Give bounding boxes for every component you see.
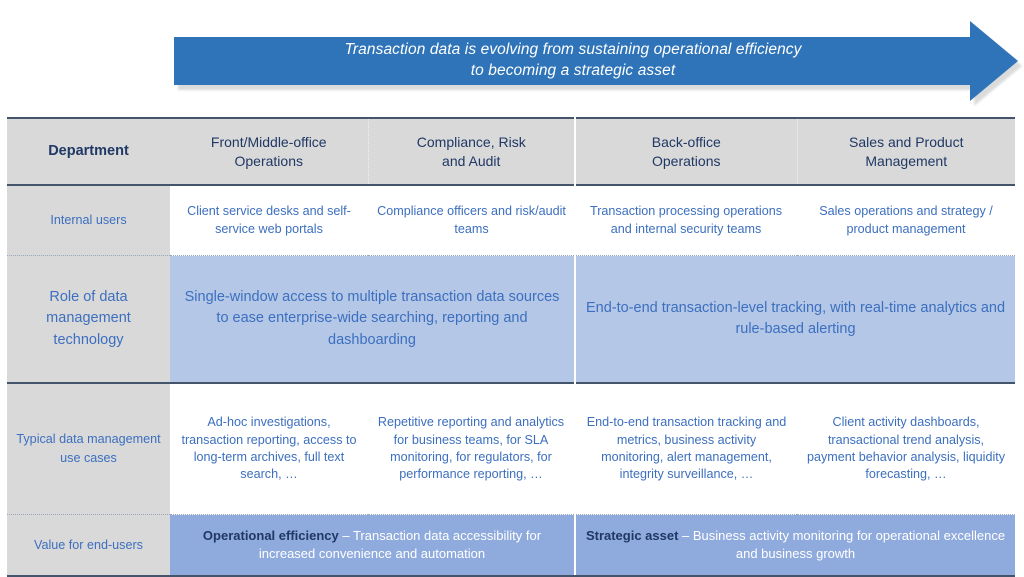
col-head-line-1: Sales and Product	[849, 133, 964, 150]
banner-line-1: Transaction data is evolving from sustai…	[344, 41, 802, 59]
row-label-role-of-technology: Role of data management technology	[7, 255, 170, 383]
col-head-line-2: Operations	[234, 152, 303, 169]
column-header-front-middle-office: Front/Middle-office Operations	[170, 117, 369, 185]
value-text-strategic: – Business activity monitoring for opera…	[678, 528, 1006, 561]
banner-line-2: to becoming a strategic asset	[470, 62, 676, 79]
value-highlight-strategic: Strategic asset	[585, 528, 679, 544]
column-header-back-office: Back-office Operations	[575, 117, 798, 185]
cell-role-operational: Single-window access to multiple transac…	[170, 255, 576, 383]
right-arrow-head-icon	[970, 21, 1018, 101]
row-label-use-cases: Typical data management use cases	[7, 382, 170, 515]
col-head-line-2: Management	[865, 152, 948, 169]
cell-internal-users-front-middle-office: Client service desks and self-service we…	[170, 184, 368, 256]
table-row-internal-users: Internal users Client service desks and …	[7, 184, 1015, 256]
cell-use-cases-front-middle-office: Ad-hoc investigations, transaction repor…	[170, 382, 368, 515]
cell-internal-users-sales-product: Sales operations and strategy / product …	[797, 184, 1015, 256]
table-row-value-for-end-users: Value for end-users Operational efficien…	[7, 514, 1015, 577]
table-header-row: Department Front/Middle-office Operation…	[7, 117, 1015, 185]
col-head-line-2: Operations	[652, 152, 721, 169]
header-row-label: Department	[7, 117, 170, 185]
cell-use-cases-compliance: Repetitive reporting and analytics for b…	[368, 382, 576, 515]
col-head-line-1: Back-office	[651, 133, 721, 150]
cell-internal-users-compliance: Compliance officers and risk/audit teams	[368, 184, 575, 256]
banner-text: Transaction data is evolving from sustai…	[174, 37, 972, 85]
row-label-value-for-end-users: Value for end-users	[7, 514, 170, 577]
capability-matrix: Department Front/Middle-office Operation…	[7, 117, 1015, 577]
value-highlight-operational: Operational efficiency	[202, 528, 339, 544]
headline-banner: Transaction data is evolving from sustai…	[172, 18, 1022, 106]
row-label-internal-users: Internal users	[7, 184, 170, 256]
cell-value-operational-efficiency: Operational efficiency – Transaction dat…	[170, 514, 576, 577]
right-arrow-shape	[174, 37, 972, 85]
table-row-use-cases: Typical data management use cases Ad-hoc…	[7, 382, 1015, 515]
cell-value-strategic-asset: Strategic asset – Business activity moni…	[575, 514, 1015, 577]
value-text-operational: – Transaction data accessibility for inc…	[258, 528, 542, 561]
col-head-line-1: Compliance, Risk	[416, 133, 526, 150]
col-head-line-2: and Audit	[442, 152, 501, 169]
column-header-compliance-risk-audit: Compliance, Risk and Audit	[368, 117, 576, 185]
cell-internal-users-back-office: Transaction processing operations and in…	[575, 184, 797, 256]
col-head-line-1: Front/Middle-office	[210, 133, 327, 150]
cell-use-cases-back-office: End-to-end transaction tracking and metr…	[575, 382, 797, 515]
cell-role-strategic: End-to-end transaction-level tracking, w…	[575, 255, 1015, 383]
column-header-sales-product: Sales and Product Management	[797, 117, 1015, 185]
table-row-role-of-technology: Role of data management technology Singl…	[7, 255, 1015, 383]
cell-use-cases-sales-product: Client activity dashboards, transactiona…	[797, 382, 1015, 515]
